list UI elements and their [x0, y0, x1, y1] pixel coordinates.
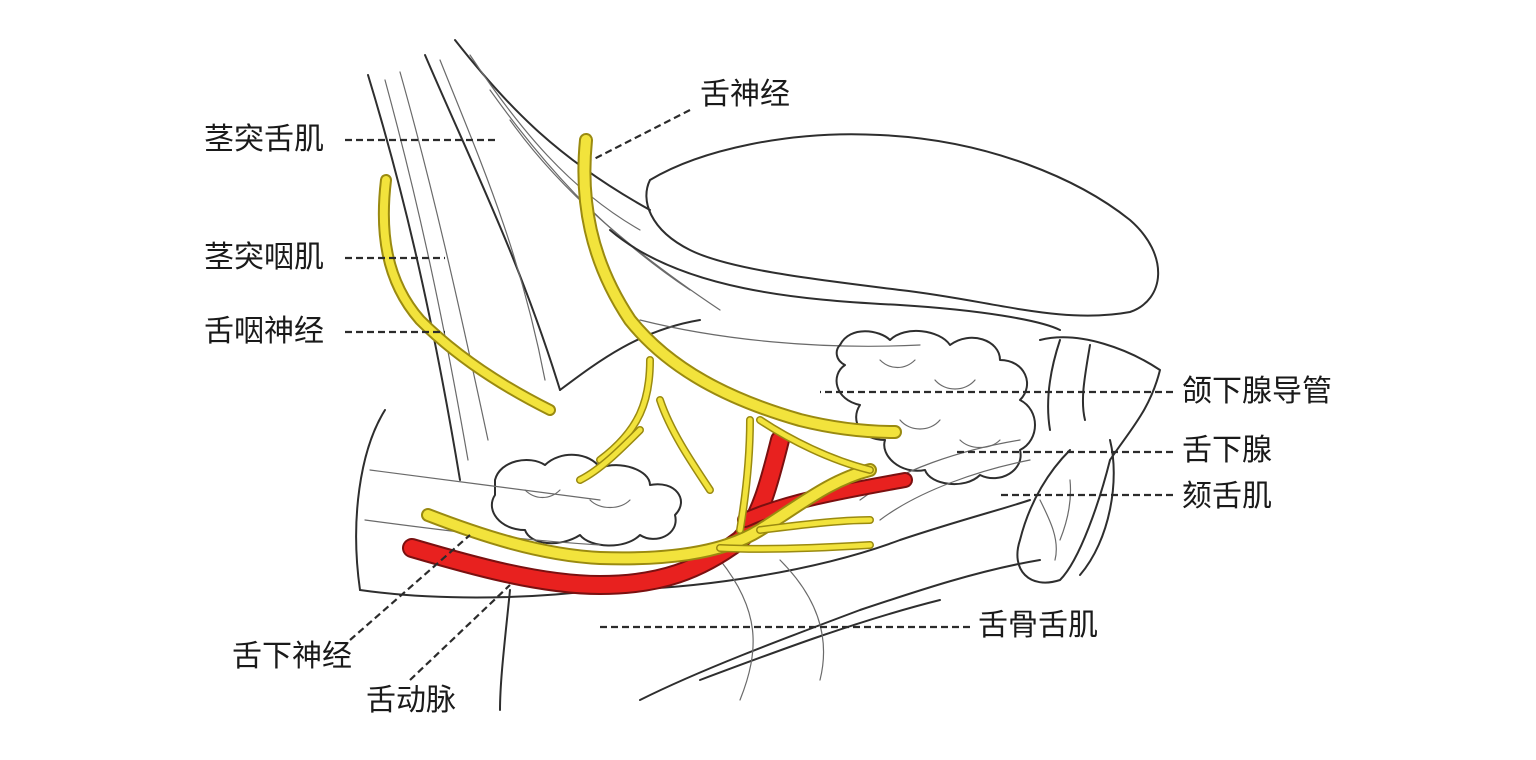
- hyoglossus-region: [355, 409, 1041, 711]
- label-hyoglossus: 舌骨舌肌: [978, 608, 1098, 643]
- leader-lines: [345, 109, 1173, 681]
- label-genioglossus: 颏舌肌: [1182, 479, 1272, 514]
- glossopharyngeal-nerve: [377, 174, 556, 416]
- label-lingual-nerve: 舌神经: [700, 77, 790, 112]
- tongue-dorsum: [609, 133, 1160, 347]
- label-styloglossus: 茎突舌肌: [204, 122, 324, 157]
- styloid-muscles: [367, 39, 721, 481]
- sublingual-gland: [835, 329, 1036, 486]
- lingual-nerve: [576, 133, 902, 534]
- label-glossopharyngeal-nerve: 舌咽神经: [204, 314, 324, 349]
- submandibular-gland-portion: [490, 453, 682, 547]
- label-hypoglossal-nerve: 舌下神经: [232, 639, 352, 674]
- label-stylopharyngeus: 茎突咽肌: [204, 240, 324, 275]
- label-sublingual-gland: 舌下腺: [1182, 433, 1272, 468]
- label-submandibular-duct: 颌下腺导管: [1182, 374, 1332, 409]
- label-lingual-artery: 舌动脉: [366, 683, 456, 718]
- genioglossus-region: [1016, 336, 1161, 584]
- hypoglossal-nerve: [421, 463, 877, 566]
